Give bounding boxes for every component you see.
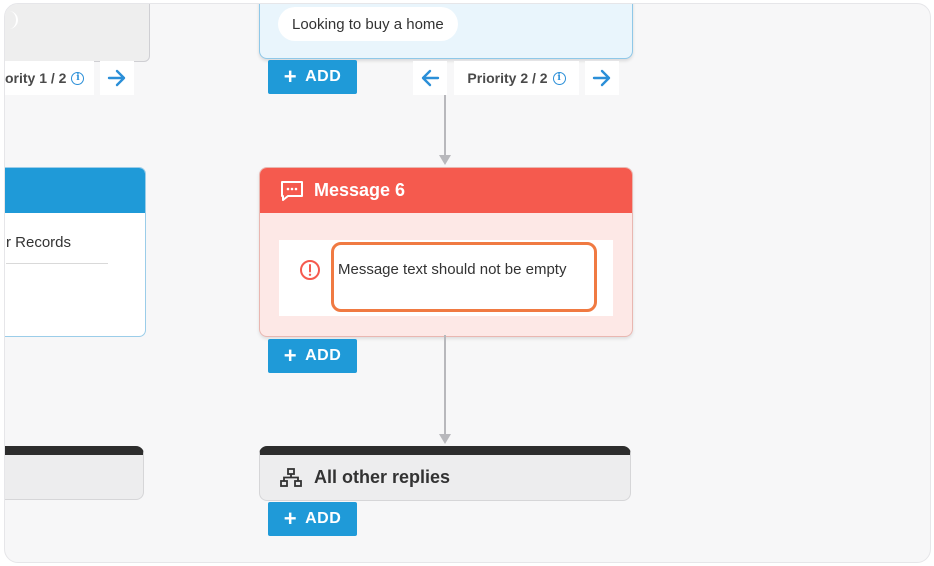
- card-decoration: [5, 11, 18, 29]
- plus-icon: +: [283, 343, 298, 368]
- reply-option-label: Looking to buy a home: [292, 15, 444, 33]
- add-button-middle[interactable]: + ADD: [268, 339, 357, 373]
- reply-option-pill[interactable]: Looking to buy a home: [278, 7, 458, 41]
- priority-indicator-center: Priority 2 / 2 i: [454, 61, 579, 95]
- connector-line: [444, 335, 446, 435]
- message-card[interactable]: Message 6 Message text should not be emp…: [259, 167, 633, 337]
- info-icon[interactable]: i: [71, 71, 85, 85]
- card-header: [5, 168, 145, 213]
- add-label: ADD: [305, 347, 342, 364]
- message-card-body: Message text should not be empty: [279, 240, 613, 316]
- error-message: Message text should not be empty: [338, 261, 567, 278]
- divider: [6, 263, 108, 264]
- priority-label-left: ority 1 / 2: [5, 70, 67, 86]
- priority-next-button[interactable]: [585, 61, 619, 95]
- flow-canvas: ority 1 / 2 i Looking to buy a home + AD…: [4, 3, 931, 563]
- all-other-replies-title: All other replies: [314, 467, 451, 487]
- partial-card-top-left[interactable]: [5, 4, 150, 62]
- connector-line: [444, 95, 446, 155]
- error-icon: [300, 260, 320, 280]
- message-card-title: Message 6: [314, 180, 406, 200]
- add-label: ADD: [305, 68, 342, 85]
- priority-indicator-left: ority 1 / 2 i: [5, 61, 94, 95]
- plus-icon: +: [283, 506, 298, 531]
- priority-label-center: Priority 2 / 2: [467, 70, 548, 86]
- reply-card-top[interactable]: Looking to buy a home: [259, 4, 633, 59]
- sitemap-icon: [280, 467, 302, 488]
- arrow-right-icon: [592, 69, 611, 87]
- info-icon[interactable]: i: [552, 71, 566, 85]
- partial-card-bottom-left[interactable]: [5, 446, 144, 500]
- partial-card-left-middle[interactable]: r Records: [5, 167, 146, 337]
- plus-icon: +: [283, 64, 298, 89]
- priority-next-button-left[interactable]: [100, 61, 134, 95]
- all-other-replies-card[interactable]: All other replies: [259, 446, 631, 501]
- connector-arrowhead: [439, 434, 451, 444]
- add-label: ADD: [305, 510, 342, 527]
- message-text-error[interactable]: Message text should not be empty: [331, 242, 597, 312]
- message-card-header[interactable]: Message 6: [260, 168, 632, 213]
- card-item-text: r Records: [6, 234, 72, 251]
- connector-arrowhead: [439, 155, 451, 165]
- add-button-top[interactable]: + ADD: [268, 60, 357, 94]
- arrow-left-icon: [421, 69, 440, 87]
- message-icon: [280, 180, 304, 202]
- priority-prev-button[interactable]: [413, 61, 447, 95]
- add-button-bottom[interactable]: + ADD: [268, 502, 357, 536]
- arrow-right-icon: [107, 69, 126, 87]
